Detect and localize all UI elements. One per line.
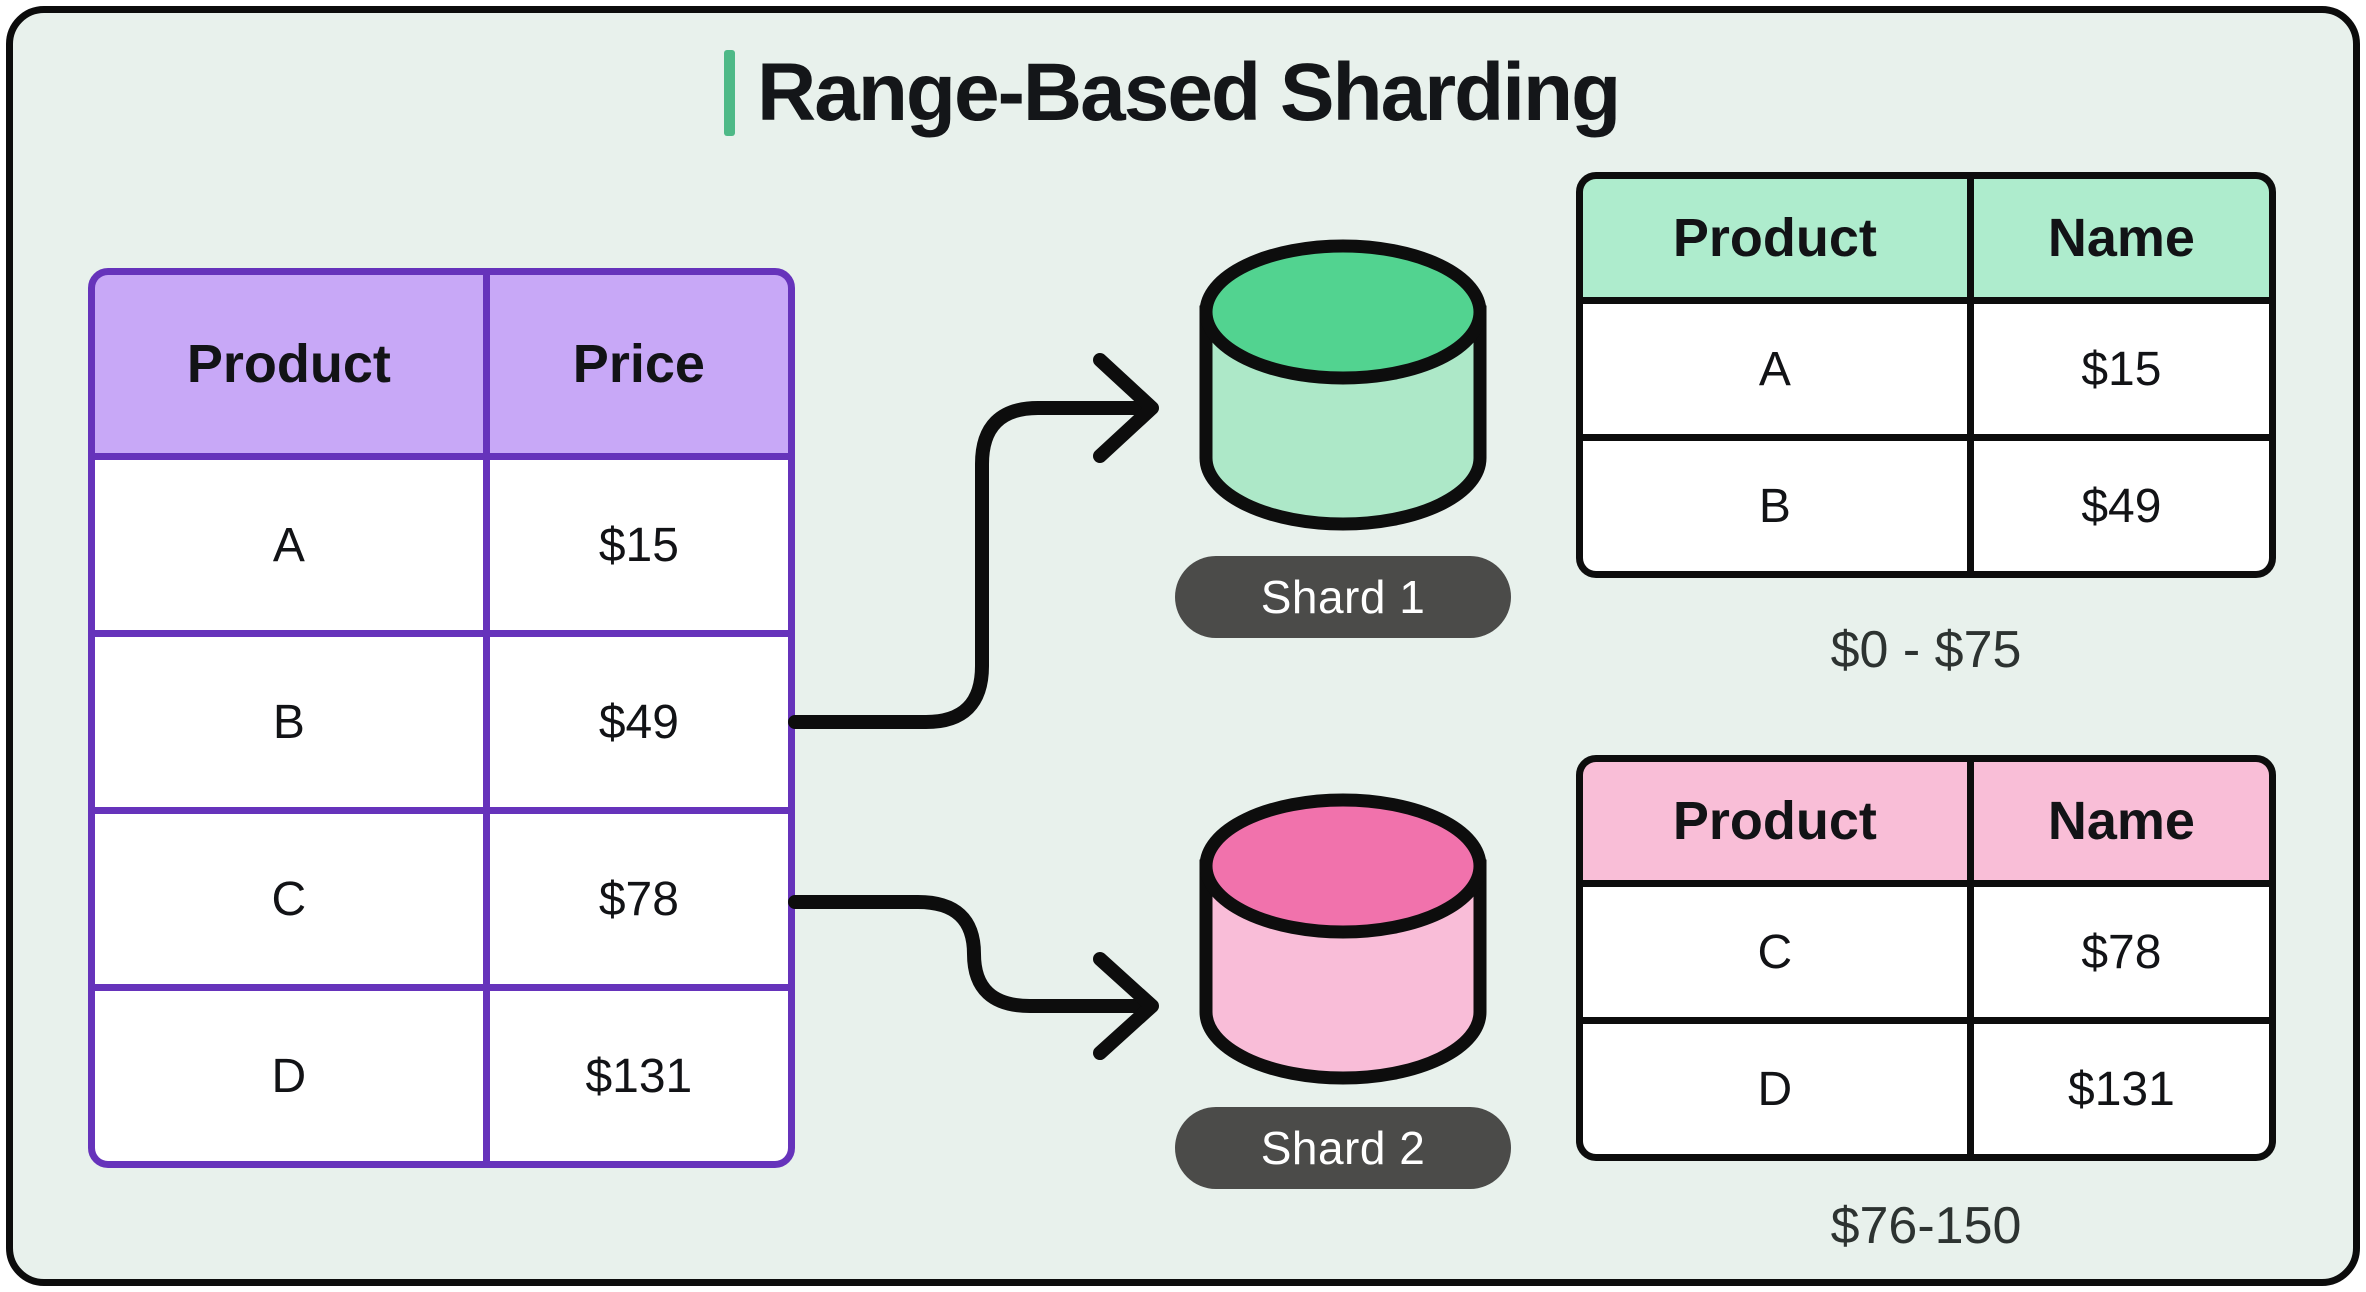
shard2-table-header-name: Name [1973, 762, 2269, 880]
shard1-table-header-product: Product [1583, 179, 1967, 297]
shard2-range-label: $76-150 [1830, 1197, 2022, 1255]
table-cell: $131 [489, 991, 788, 1161]
shard1-table: Product Name A $15 B $49 [1576, 172, 2276, 578]
shard1-range-label: $0 - $75 [1830, 621, 2022, 679]
shard1-label: Shard 1 [1175, 556, 1511, 638]
table-cell: B [1583, 441, 1967, 571]
table-cell: C [1583, 887, 1967, 1017]
table-cell: $15 [489, 460, 788, 630]
table-cell: $49 [1973, 441, 2269, 571]
source-table: Product Price A $15 B $49 C $78 D $131 [88, 268, 795, 1168]
table-cell: D [1583, 1024, 1967, 1154]
shard2-table: Product Name C $78 D $131 [1576, 755, 2276, 1161]
table-cell: A [1583, 304, 1967, 434]
table-cell: $78 [489, 814, 788, 984]
table-cell: $78 [1973, 887, 2269, 1017]
table-cell: $15 [1973, 304, 2269, 434]
shard2-table-header-product: Product [1583, 762, 1967, 880]
table-cell: B [95, 637, 483, 807]
table-cell: $131 [1973, 1024, 2269, 1154]
page-title: Range-Based Sharding [724, 47, 1621, 138]
shard2-label: Shard 2 [1175, 1107, 1511, 1189]
source-table-header-product: Product [95, 275, 483, 453]
table-cell: A [95, 460, 483, 630]
shard1-table-header-name: Name [1973, 179, 2269, 297]
table-cell: $49 [489, 637, 788, 807]
table-cell: D [95, 991, 483, 1161]
page-title-text: Range-Based Sharding [757, 47, 1621, 138]
title-accent-bar [724, 50, 735, 136]
table-cell: C [95, 814, 483, 984]
source-table-header-price: Price [489, 275, 788, 453]
